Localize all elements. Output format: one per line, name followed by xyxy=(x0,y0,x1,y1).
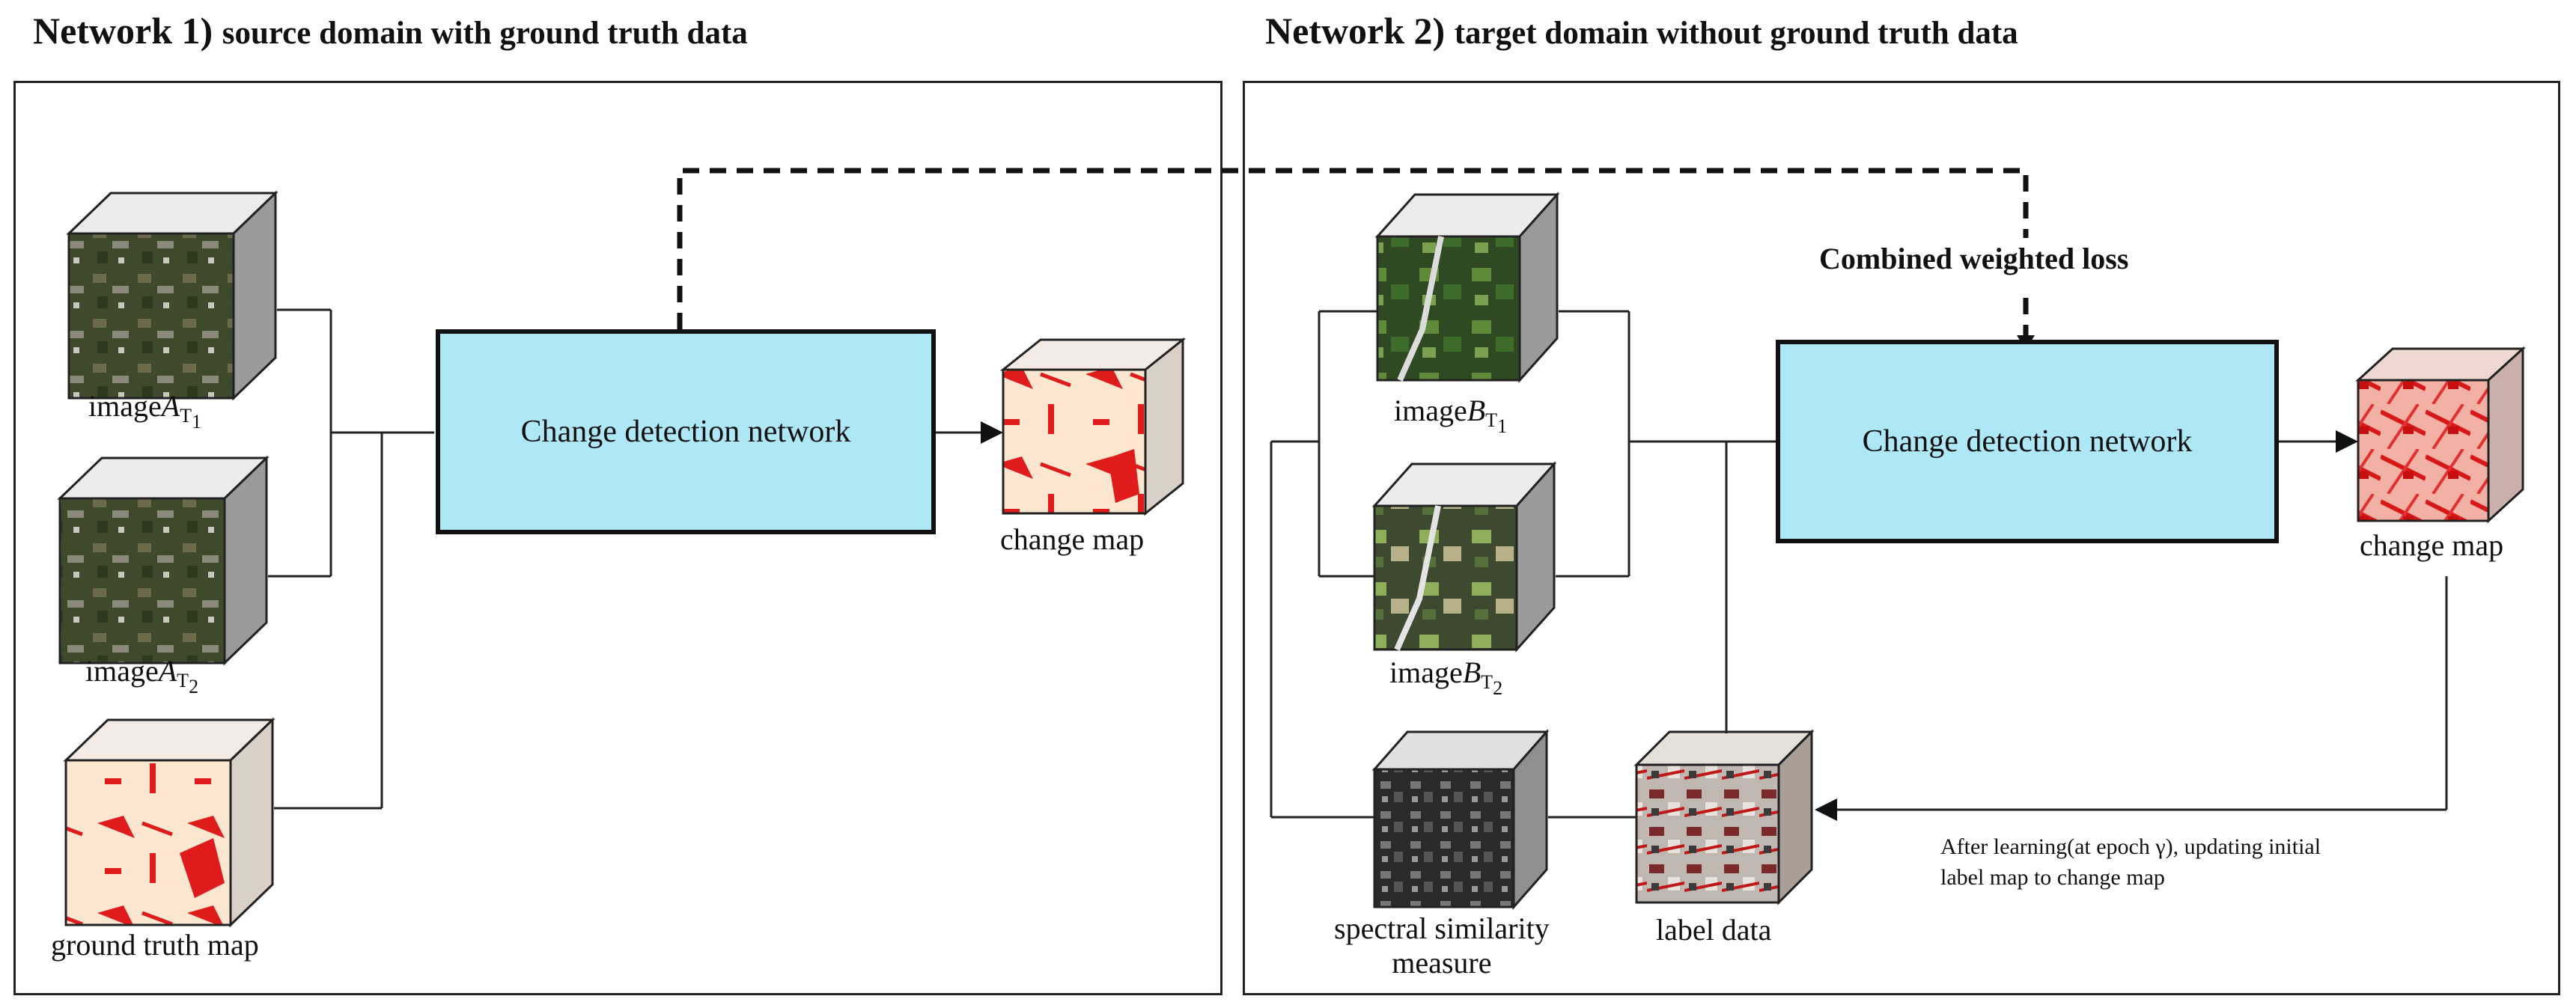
dashed-loss-path xyxy=(677,168,2029,338)
update-line-2: label map to change map xyxy=(1940,864,2165,890)
symbol-a: A xyxy=(161,389,180,423)
image-b-t1-label: imageBT1 xyxy=(1394,394,1507,438)
spectral-line-1: spectral similarity xyxy=(1334,911,1550,945)
sub-2: 2 xyxy=(189,676,199,697)
symbol-b: B xyxy=(1467,394,1486,427)
change-map-1-label: change map xyxy=(1000,522,1145,556)
cd-network-1-label: Change detection network xyxy=(520,415,851,449)
network2-number: Network 2) xyxy=(1265,10,1446,52)
image-b-t2-label: imageBT2 xyxy=(1389,656,1502,700)
change-detection-network-1: Change detection network xyxy=(436,329,936,534)
update-line-1: After learning(at epoch γ), updating ini… xyxy=(1940,834,2321,859)
spectral-similarity-cube xyxy=(1371,729,1550,910)
label-data-cube xyxy=(1633,729,1815,905)
network2-description: target domain without ground truth data xyxy=(1454,16,2018,51)
sub-1: 1 xyxy=(1497,415,1508,437)
image-a-t1-word: image xyxy=(88,389,162,423)
sub-1: 1 xyxy=(192,411,202,433)
change-map-b-cube xyxy=(2355,346,2526,524)
symbol-a: A xyxy=(158,654,177,688)
image-b-t1-word: image xyxy=(1394,394,1467,427)
network1-heading: Network 1) source domain with ground tru… xyxy=(33,10,748,52)
update-annotation: After learning(at epoch γ), updating ini… xyxy=(1940,832,2321,893)
ground-truth-label: ground truth map xyxy=(51,928,259,962)
spectral-similarity-label: spectral similarity measure xyxy=(1334,911,1550,980)
sub-t: T xyxy=(1485,409,1498,431)
label-data-label: label data xyxy=(1656,913,1772,947)
network2-heading: Network 2) target domain without ground … xyxy=(1265,10,2018,52)
image-a-t1-cube xyxy=(66,190,278,401)
network1-description: source domain with ground truth data xyxy=(222,16,748,51)
cd-network-2-label: Change detection network xyxy=(1862,424,2193,459)
ground-truth-cube xyxy=(63,717,275,928)
network2-panel xyxy=(1243,81,2560,995)
image-b-t2-cube xyxy=(1371,461,1557,653)
image-a-t1-label: imageAT1 xyxy=(88,389,201,433)
network1-number: Network 1) xyxy=(33,10,213,52)
change-detection-network-2: Change detection network xyxy=(1776,340,2279,543)
change-map-2-label: change map xyxy=(2360,528,2504,562)
image-a-t2-word: image xyxy=(85,654,159,688)
network1-connectors xyxy=(268,308,1003,810)
sub-t: T xyxy=(180,405,192,427)
network2-connectors xyxy=(1270,310,2448,821)
change-map-a-cube xyxy=(999,337,1187,516)
image-a-t2-label: imageAT2 xyxy=(85,654,198,698)
image-b-t1-cube xyxy=(1374,192,1560,383)
sub-t: T xyxy=(1481,671,1493,693)
symbol-b: B xyxy=(1462,656,1482,689)
spectral-line-2: measure xyxy=(1392,946,1492,980)
image-a-t2-cube xyxy=(57,455,270,666)
sub-2: 2 xyxy=(1493,677,1503,699)
combined-weighted-loss: Combined weighted loss xyxy=(1819,242,2129,275)
network1-panel xyxy=(13,81,1222,995)
image-b-t2-word: image xyxy=(1389,656,1463,689)
sub-t: T xyxy=(177,670,189,691)
